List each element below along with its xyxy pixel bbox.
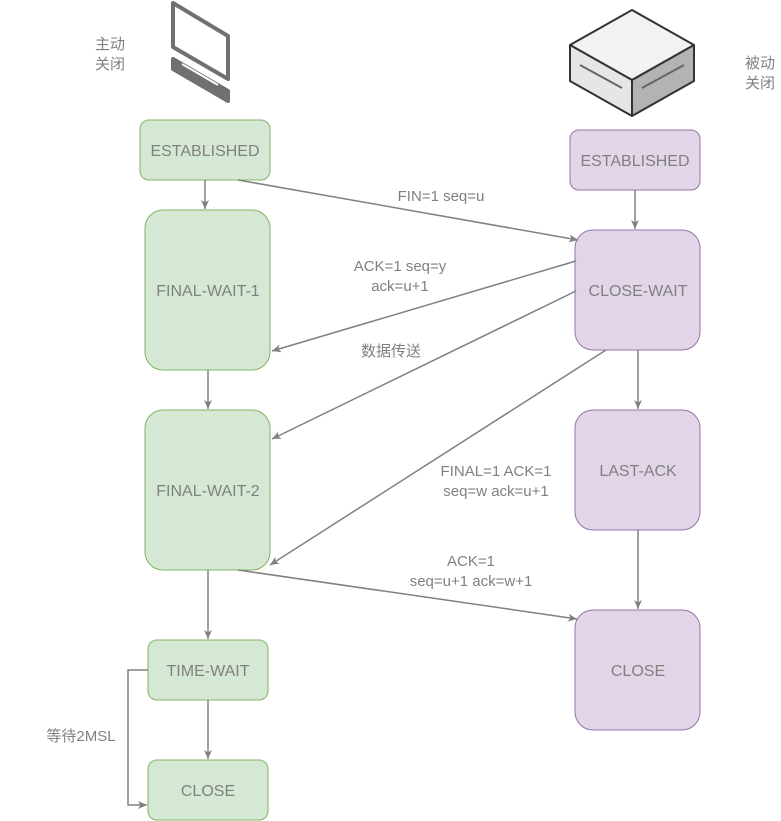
server-state-close-wait: CLOSE-WAIT — [574, 229, 701, 351]
ack1-message-arrow — [271, 260, 577, 353]
client-label: 关闭 — [95, 55, 125, 73]
wait-2msl-label: 等待2MSL — [46, 727, 115, 745]
client-state-time-wait: TIME-WAIT — [147, 639, 269, 701]
server-state-close: CLOSE — [574, 609, 701, 731]
client-label: 主动 — [95, 35, 125, 53]
fin2-message-arrow — [269, 349, 607, 566]
client-state-fin-wait-2: FINAL-WAIT-2 — [144, 409, 271, 571]
state-label: TIME-WAIT — [167, 663, 250, 680]
state-label: CLOSE — [611, 663, 665, 680]
client-state-fin-wait-1: FINAL-WAIT-1 — [144, 209, 271, 371]
ack2-message-arrow — [237, 569, 578, 622]
client-state-close: CLOSE — [147, 759, 269, 821]
state-label: ESTABLISHED — [580, 153, 689, 170]
state-label: CLOSE-WAIT — [589, 283, 688, 300]
state-label: ESTABLISHED — [150, 143, 259, 160]
data-transfer-arrow — [271, 290, 577, 440]
ack1-label: ack=u+1 — [371, 278, 429, 295]
wait-2msl-arrow — [127, 669, 148, 809]
ack2-label: ACK=1 — [447, 553, 495, 570]
state-label: FINAL-WAIT-1 — [156, 283, 260, 300]
ack2-label: seq=u+1 ack=w+1 — [410, 573, 533, 590]
state-label: LAST-ACK — [599, 463, 677, 480]
fin1-message-arrow — [237, 179, 579, 243]
server-label: 关闭 — [745, 74, 775, 92]
data-transfer-label: 数据传送 — [361, 343, 421, 360]
ack1-label: ACK=1 seq=y — [354, 258, 447, 275]
fin2-label: FINAL=1 ACK=1 — [441, 463, 552, 480]
state-label: FINAL-WAIT-2 — [156, 483, 260, 500]
server-label: 被动 — [745, 54, 775, 72]
computer-icon — [171, 1, 230, 103]
state-label: CLOSE — [181, 783, 235, 800]
server-icon — [569, 9, 695, 117]
server-state-last-ack: LAST-ACK — [574, 409, 701, 531]
server-state-established: ESTABLISHED — [569, 129, 701, 191]
fin1-label: FIN=1 seq=u — [398, 188, 485, 205]
client-state-established: ESTABLISHED — [139, 119, 271, 181]
fin2-label: seq=w ack=u+1 — [443, 483, 549, 500]
